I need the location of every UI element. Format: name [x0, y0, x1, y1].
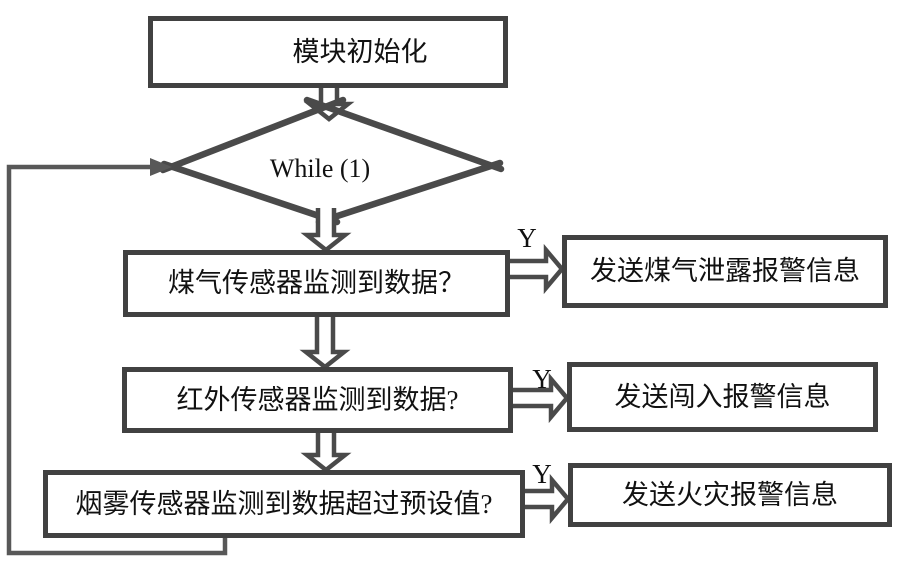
node-gas-leak-alarm: 发送煤气泄露报警信息 [562, 235, 888, 308]
node-smoke-sensor-check-label: 烟雾传感器监测到数据超过预设值? [75, 488, 493, 519]
branch-label-infrared-yes: Y [532, 363, 552, 394]
loop-back-arrowhead-icon [150, 158, 172, 176]
node-gas-sensor-check: 煤气传感器监测到数据？ [123, 250, 510, 317]
node-module-init-label: 模块初始化 [292, 36, 428, 67]
diamond-edge-left-top [159, 96, 347, 174]
node-fire-alarm-label: 发送火灾报警信息 [622, 479, 838, 510]
node-fire-alarm: 发送火灾报警信息 [568, 463, 892, 527]
arrow-ir-to-smoke [300, 431, 352, 473]
diamond-edge-bottom-left [160, 160, 341, 226]
branch-label-smoke-yes: Y [532, 458, 552, 489]
loop-back-line [6, 164, 228, 556]
node-infrared-sensor-check: 红外传感器监测到数据? [122, 367, 513, 433]
diamond-edge-right-bottom [315, 159, 504, 226]
node-infrared-sensor-check-label: 红外传感器监测到数据? [176, 384, 459, 415]
branch-label-gas-yes: Y [517, 222, 537, 253]
node-gas-leak-alarm-label: 发送煤气泄露报警信息 [590, 256, 860, 286]
node-module-init: 模块初始化 [148, 16, 508, 88]
node-intrusion-alarm-label: 发送闯入报警信息 [614, 381, 831, 412]
node-smoke-sensor-check: 烟雾传感器监测到数据超过预设值? [43, 470, 525, 538]
node-intrusion-alarm: 发送闯入报警信息 [567, 362, 878, 432]
arrow-gas-to-gas-alarm [506, 243, 565, 295]
arrow-gas-to-ir [299, 315, 351, 370]
node-gas-sensor-check-label: 煤气传感器监测到数据？ [168, 268, 465, 298]
diamond-edge-top-right [303, 96, 505, 173]
node-while-loop-label: While (1) [269, 154, 371, 183]
node-while-loop: While (1) [225, 151, 415, 187]
